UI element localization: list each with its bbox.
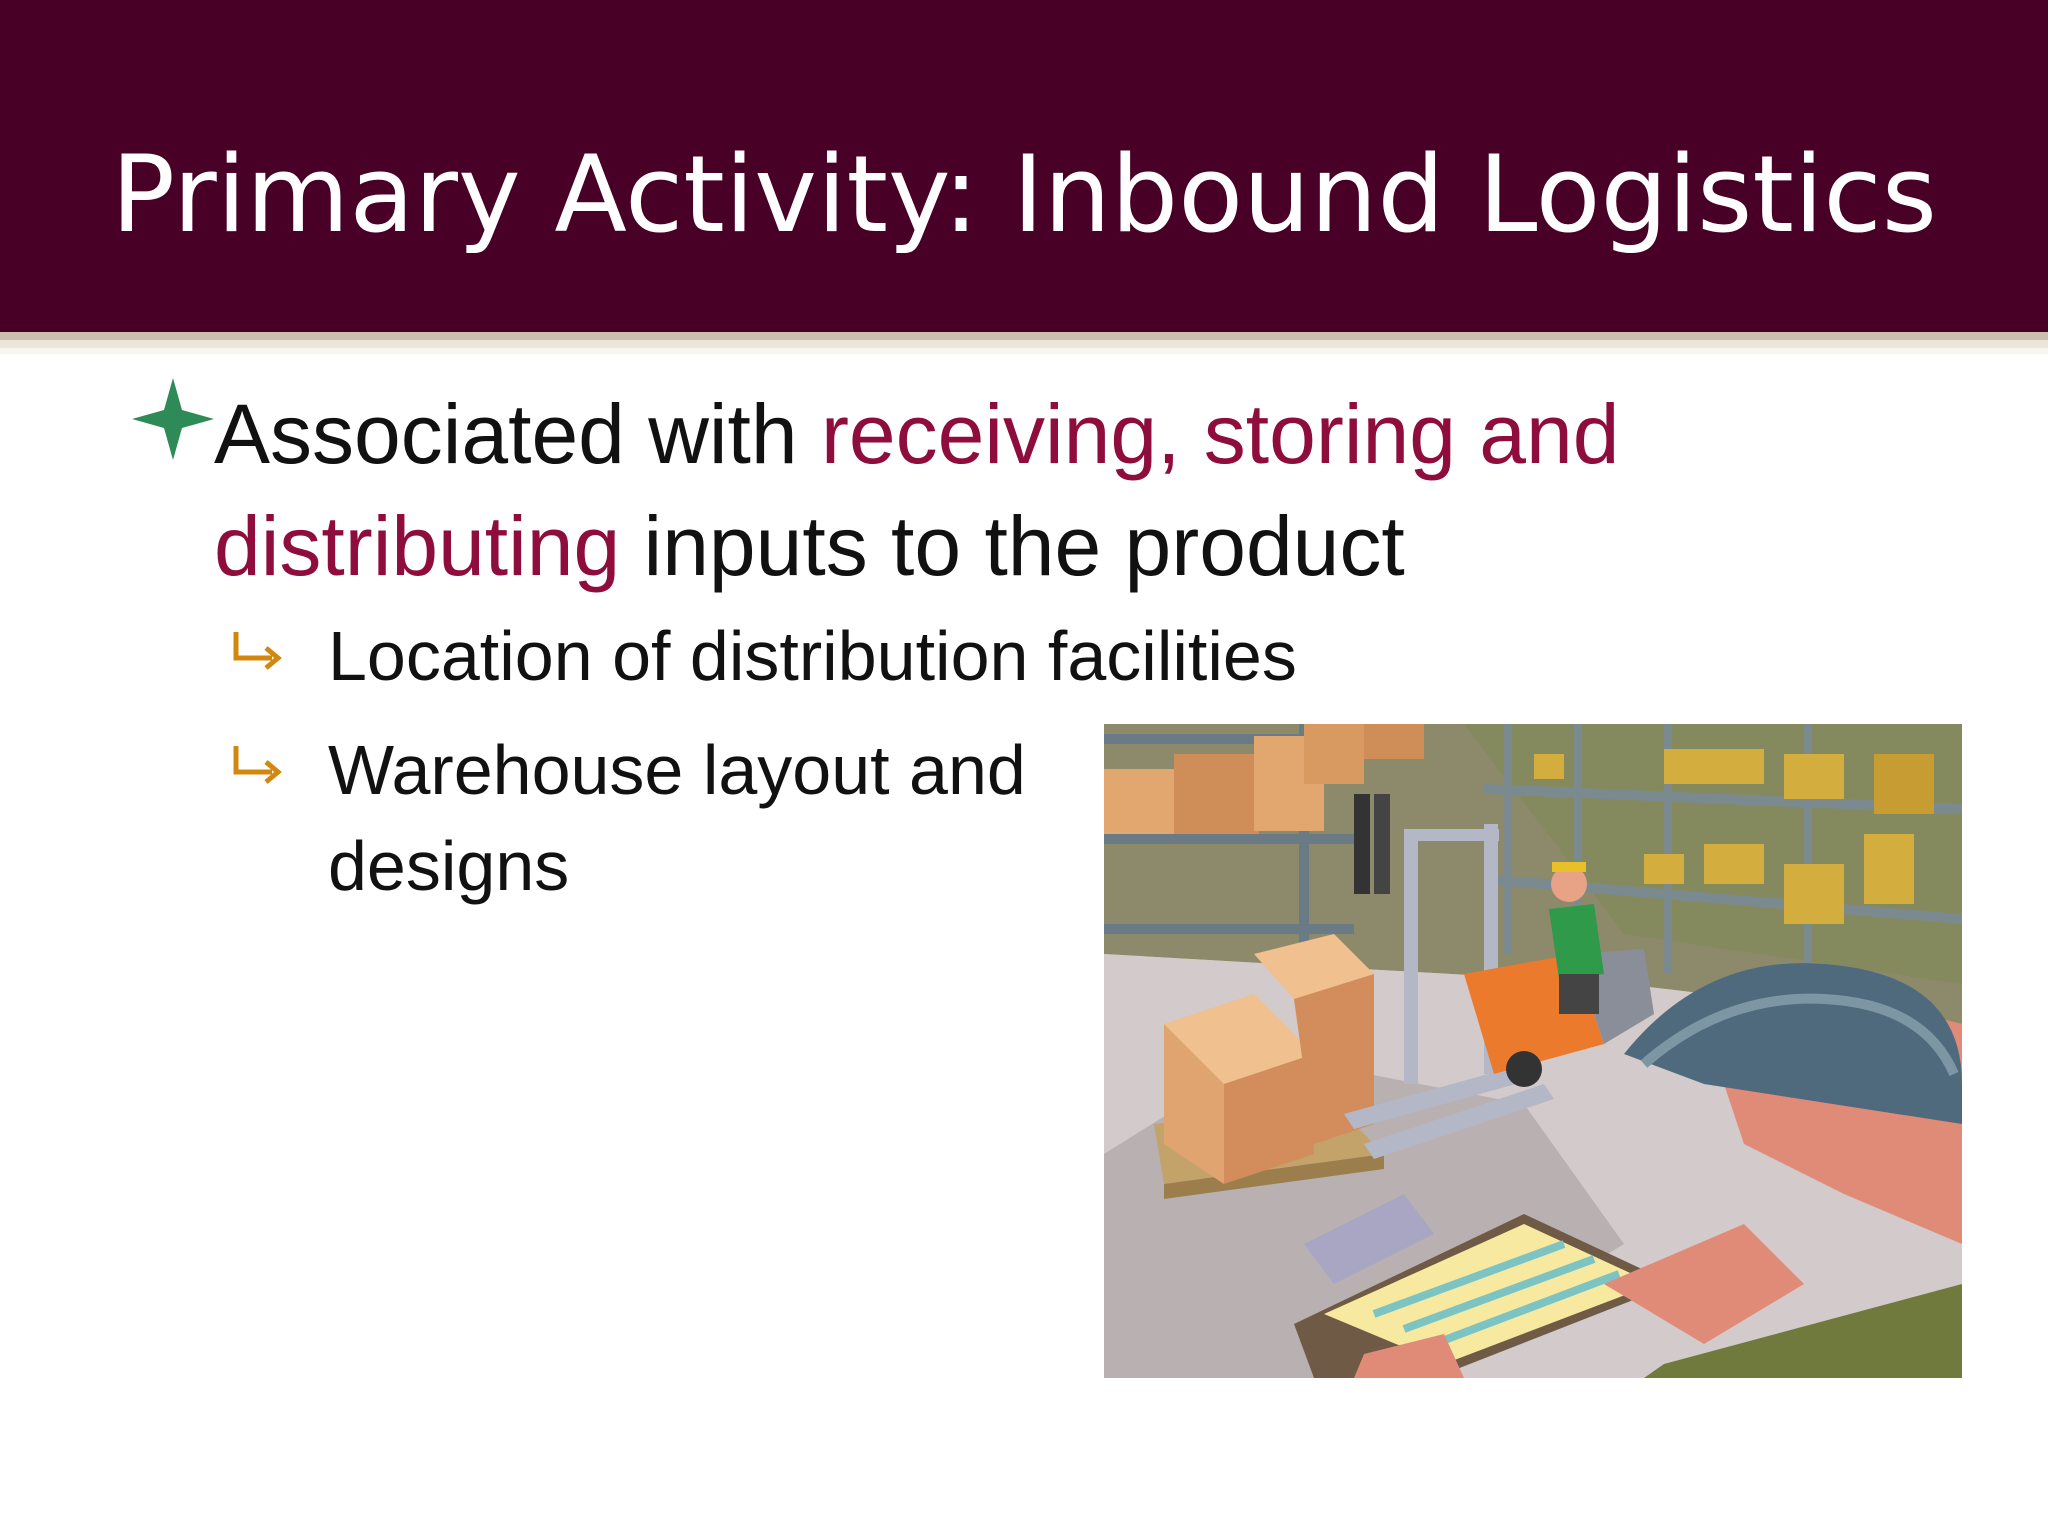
- sub-bullet-location: Location of distribution facilities: [328, 617, 1297, 695]
- slide-title: Primary Activity: Inbound Logistics: [111, 133, 1937, 256]
- main-bullet-text-end: inputs to the product: [620, 499, 1405, 593]
- sub-bullet-warehouse: Warehouse layout and designs: [328, 731, 1026, 905]
- main-bullet-text: Associated with: [214, 387, 821, 481]
- warehouse-forklift-clipart: [1104, 724, 1962, 1378]
- corner-arrow-bullet-icon: [233, 746, 282, 784]
- four-point-star-bullet-icon: [132, 378, 214, 460]
- title-bar: [0, 0, 2048, 332]
- main-bullet-highlight: receiving, storing and distributing: [214, 387, 1620, 593]
- title-bar-shadow: [0, 340, 2048, 348]
- corner-arrow-bullet-icon: [233, 632, 282, 670]
- title-bar-shadow: [0, 348, 2048, 354]
- title-bar-shadow: [0, 332, 2048, 340]
- main-bullet: Associated with receiving, storing and d…: [214, 378, 1854, 602]
